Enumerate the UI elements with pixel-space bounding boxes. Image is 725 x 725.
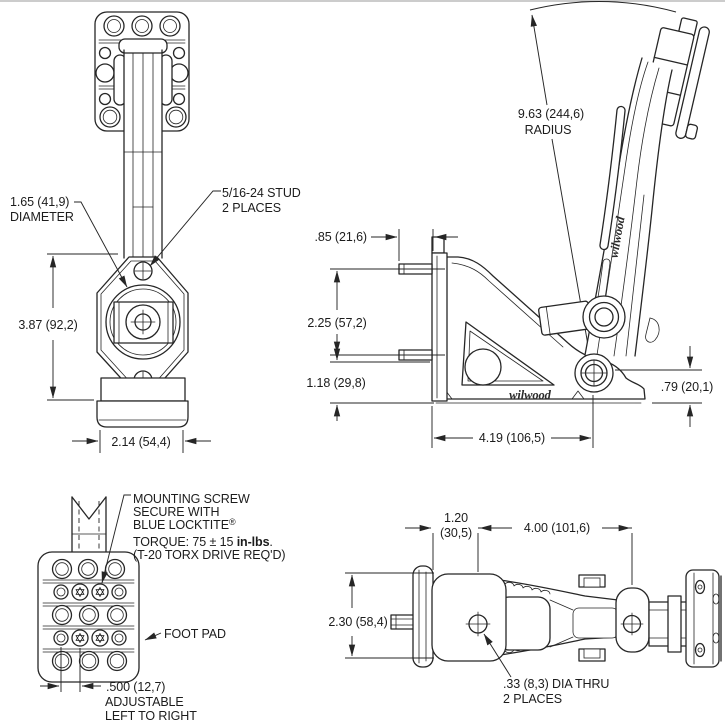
arm-lightening-slot: [599, 105, 626, 251]
dim-base-length: 4.19 (106,5): [479, 431, 545, 445]
note-mounting-line2: SECURE WITH: [133, 505, 219, 519]
front-pedal-shaft: [113, 38, 173, 259]
torx-screw: [71, 583, 89, 601]
foot-pad-face: [37, 551, 140, 683]
note-mounting-line5: (T-20 TORX DRIVE REQ'D): [133, 548, 285, 562]
label-adjustable: ADJUSTABLE: [105, 695, 184, 709]
top-body: [496, 574, 619, 662]
label-foot-pad: FOOT PAD: [164, 627, 226, 641]
dim-pad-width: 2.30 (58,4): [328, 615, 387, 629]
dim-front-width: 2.14 (54,4): [111, 435, 170, 449]
balance-bar-pivot: [582, 295, 660, 343]
dim-top-length: 4.00 (101,6): [524, 521, 590, 535]
label-diameter-word: DIAMETER: [10, 210, 74, 224]
dim-radius-word: RADIUS: [525, 123, 572, 137]
label-stud-line1: 5/16-24 STUD: [222, 186, 301, 200]
front-view-dimensions: 3.87 (92,2) 2.14 (54,4) 1.65 (41,9) DIAM…: [10, 186, 301, 453]
main-pivot: [574, 353, 614, 393]
dim-pad-offset-line2: (30,5): [440, 526, 472, 540]
dim-pad-adjust: .500 (12,7): [106, 680, 165, 694]
top-view: 1.20 (30,5) 4.00 (101,6) 2.30 (58,4) .33…: [328, 511, 722, 706]
bracket-hole: [464, 348, 502, 386]
dim-pivot-height: .79 (20,1): [661, 380, 714, 394]
torx-screw: [91, 629, 109, 647]
label-stud-line2: 2 PLACES: [222, 201, 281, 215]
dim-stud-spacing: 2.25 (57,2): [307, 316, 366, 330]
foot-pad-view: MOUNTING SCREW SECURE WITH BLUE LOCKTITE…: [37, 492, 286, 723]
torx-screw: [91, 583, 109, 601]
dim-radius-value: 9.63 (244,6): [518, 107, 584, 121]
pivot-bore-circle: [105, 284, 181, 360]
label-thru-hole-line2: 2 PLACES: [503, 692, 562, 706]
label-left-to-right: LEFT TO RIGHT: [105, 709, 197, 723]
mount-plate: [431, 252, 448, 402]
top-shaft-flange: [648, 569, 722, 668]
side-view-dimensions: .85 (21,6) 2.25 (57,2) 1.18 (29,8) .79 (…: [306, 229, 713, 448]
top-pad: [412, 565, 507, 668]
note-mounting-line4: TORQUE: 75 ± 15 in-lbs.: [133, 535, 273, 549]
dim-pad-offset-line1: 1.20: [444, 511, 468, 525]
bracket-wilwood-logo: wilwood: [509, 388, 552, 402]
side-view: 9.63 (244,6) RADIUS wilwood: [306, 1, 713, 448]
pad-view-annotations: MOUNTING SCREW SECURE WITH BLUE LOCKTITE…: [40, 492, 286, 723]
dim-stud-length: .85 (21,6): [314, 230, 367, 244]
top-clevis: [615, 587, 650, 653]
label-diameter-value: 1.65 (41,9): [10, 195, 69, 209]
front-view: 3.87 (92,2) 2.14 (54,4) 1.65 (41,9) DIAM…: [10, 11, 301, 453]
pad-shaft-stub: [71, 496, 107, 553]
dim-front-height: 3.87 (92,2): [18, 318, 77, 332]
torx-screw: [71, 629, 89, 647]
label-thru-hole-line1: .33 (8,3) DIA THRU: [503, 677, 609, 691]
note-mounting-line1: MOUNTING SCREW: [133, 492, 250, 506]
top-view-dimensions: 1.20 (30,5) 4.00 (101,6) 2.30 (58,4) .33…: [328, 511, 633, 706]
note-mounting-line3: BLUE LOCKTITE®: [133, 517, 236, 532]
dim-lower-height: 1.18 (29,8): [306, 376, 365, 390]
front-pivot-housing: [96, 256, 189, 428]
